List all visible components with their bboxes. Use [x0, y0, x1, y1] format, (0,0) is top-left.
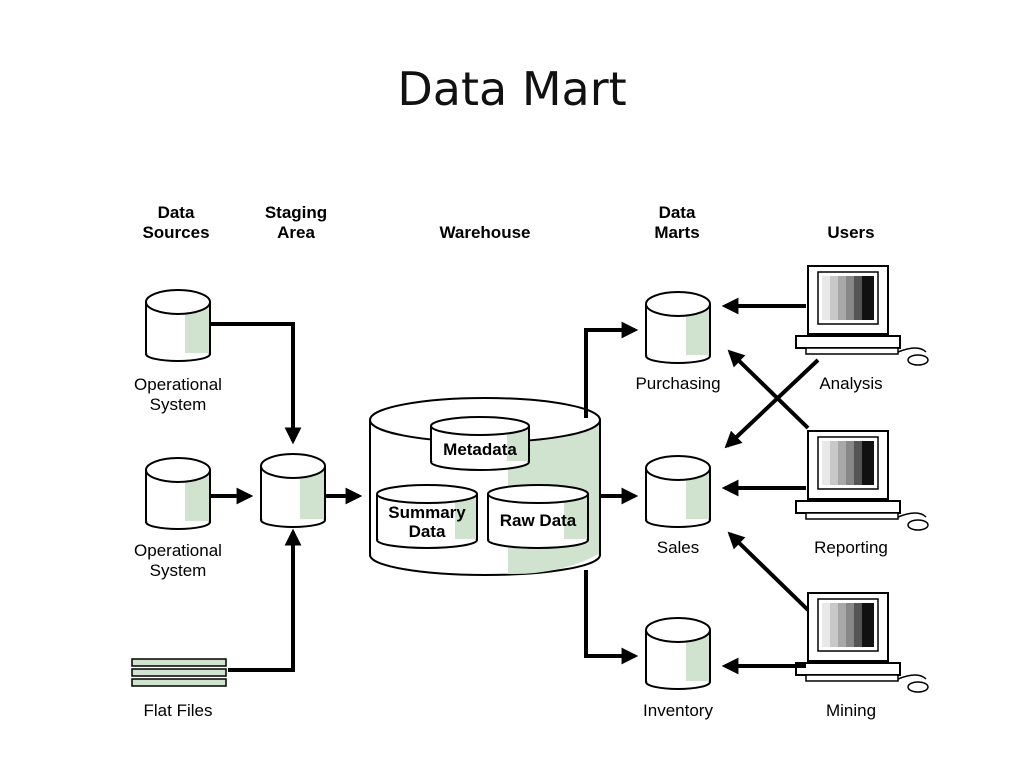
svg-text:System: System — [150, 561, 207, 580]
header-staging-area: Staging Area — [265, 203, 327, 242]
source-label-2: Operational System — [134, 541, 222, 580]
staging-cylinder — [260, 453, 326, 528]
svg-text:Operational: Operational — [134, 375, 222, 394]
svg-text:Area: Area — [277, 223, 315, 242]
svg-text:System: System — [150, 395, 207, 414]
arrow-warehouse-to-purchasing — [584, 321, 639, 418]
slide-title: Data Mart — [397, 62, 627, 116]
summary-data-cylinder — [376, 484, 478, 549]
header-data-marts: Data Marts — [654, 203, 699, 242]
summary-data-label: Summary Data — [388, 503, 466, 541]
raw-data-cylinder — [487, 484, 589, 549]
arrow-analysis-to-sales — [724, 358, 820, 449]
source-label-3: Flat Files — [144, 701, 213, 720]
arrow-flatfiles-to-staging — [228, 528, 302, 672]
source-label-1: Operational System — [134, 375, 222, 414]
mart-cylinder-sales — [645, 455, 711, 528]
svg-text:Data: Data — [158, 203, 195, 222]
source-cylinder-1 — [145, 289, 211, 362]
flat-files-icon — [131, 658, 227, 687]
arrow-warehouse-to-inventory — [584, 570, 639, 665]
svg-text:Marts: Marts — [654, 223, 699, 242]
svg-text:Sources: Sources — [142, 223, 209, 242]
arrow-mining-to-sales — [727, 531, 810, 612]
mart-label-purchasing: Purchasing — [635, 374, 720, 393]
user-label-reporting: Reporting — [814, 538, 888, 557]
header-data-sources: Data Sources — [142, 203, 209, 242]
source-cylinder-2 — [145, 457, 211, 530]
raw-data-label: Raw Data — [500, 511, 577, 530]
svg-text:Data: Data — [409, 522, 446, 541]
user-label-analysis: Analysis — [819, 374, 882, 393]
header-users: Users — [827, 223, 874, 242]
mart-cylinder-purchasing — [645, 291, 711, 364]
svg-text:Summary: Summary — [388, 503, 466, 522]
arrow-reporting-to-purchasing — [727, 349, 810, 430]
computer-icon-reporting — [795, 430, 929, 531]
svg-text:Operational: Operational — [134, 541, 222, 560]
svg-text:Data: Data — [659, 203, 696, 222]
mart-label-inventory: Inventory — [643, 701, 713, 720]
mart-label-sales: Sales — [657, 538, 700, 557]
computer-icon-analysis — [795, 265, 929, 366]
metadata-label: Metadata — [443, 440, 517, 459]
arrow-source1-to-staging — [211, 322, 302, 445]
svg-text:Staging: Staging — [265, 203, 327, 222]
computer-icon-mining — [795, 592, 929, 693]
mart-cylinder-inventory — [645, 617, 711, 690]
header-warehouse: Warehouse — [439, 223, 530, 242]
metadata-cylinder — [430, 416, 530, 471]
user-label-mining: Mining — [826, 701, 876, 720]
